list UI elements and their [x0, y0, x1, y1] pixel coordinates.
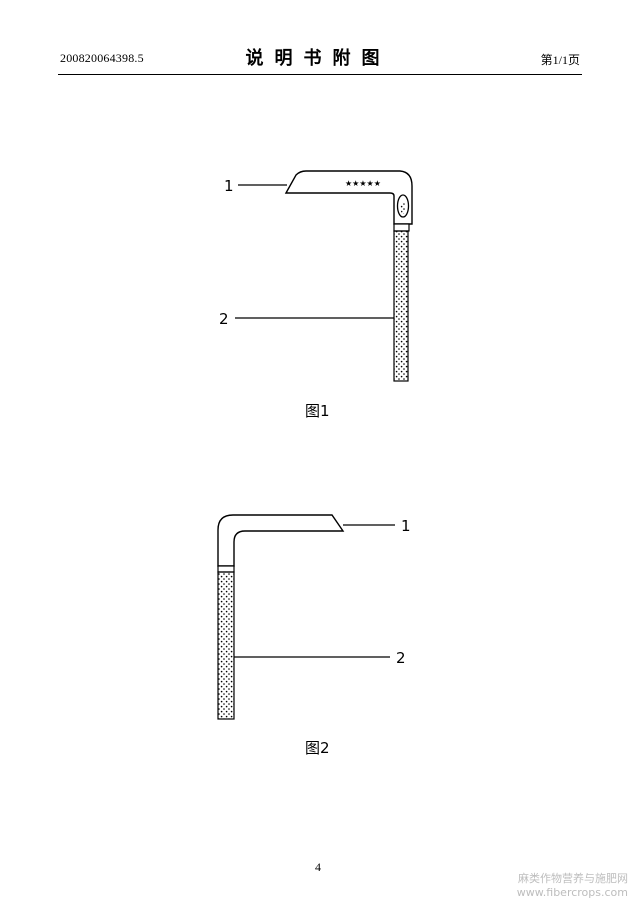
application-number: 200820064398.5 [60, 51, 144, 65]
figure-1-label-2: 2 [219, 310, 229, 328]
page-indicator: 第1/1页 [540, 53, 580, 67]
figure-1-stars: ★★★★★ [345, 179, 381, 188]
figure-1-handle [393, 230, 409, 382]
figure-2-drawing [217, 514, 395, 720]
figure-2-blade [217, 514, 345, 567]
watermark-line-1: 麻类作物营养与施肥网 [518, 872, 628, 885]
figure-2-handle [217, 571, 235, 720]
figure-1-label-1: 1 [224, 177, 234, 195]
header-rule [58, 74, 582, 75]
figure-1-caption: 图1 [305, 402, 330, 420]
page-number: 4 [315, 860, 321, 874]
figure-2-label-2: 2 [396, 649, 406, 667]
figure-1-blade [284, 170, 413, 225]
page-title: 说明书附图 [245, 48, 391, 69]
watermark: 麻类作物营养与施肥网 www.fibercrops.com [517, 872, 628, 900]
watermark-line-2: www.fibercrops.com [516, 886, 628, 899]
figure-1-drawing [235, 170, 413, 382]
figure-2-label-1: 1 [401, 517, 411, 535]
figure-2-collar [217, 565, 235, 573]
figure-1-collar [393, 223, 410, 232]
figure-2-caption: 图2 [305, 739, 330, 757]
